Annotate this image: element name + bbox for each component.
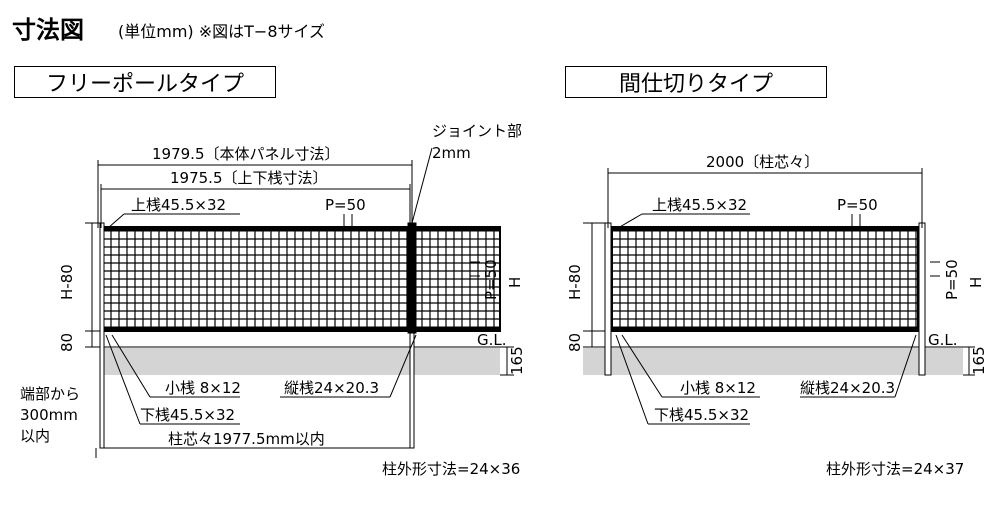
left-body-panel-label: 1979.5〔本体パネル寸法〕 — [152, 145, 340, 163]
left-depth-label: 165 — [508, 346, 526, 375]
right-type-title: 間仕切りタイプ — [565, 66, 827, 98]
left-eighty-label: 80 — [58, 333, 76, 352]
left-h-label: H — [506, 277, 524, 288]
left-lower-rail-label: 下桟45.5×32 — [140, 406, 235, 424]
left-upper-lower-label: 1975.5〔上下桟寸法〕 — [170, 169, 328, 187]
left-end-note-2: 300mm — [20, 406, 78, 424]
right-gl-label: G.L. — [928, 331, 958, 349]
right-eighty-label: 80 — [566, 333, 584, 352]
left-joint-label-1: ジョイント部 — [432, 122, 522, 140]
right-small-rail-label: 小桟 8×12 — [680, 379, 756, 397]
right-h-label: H — [967, 277, 985, 288]
right-post-size-label: 柱外形寸法=24×37 — [826, 460, 964, 478]
right-fence-diagram — [583, 168, 975, 425]
left-end-note-1: 端部から — [20, 385, 80, 403]
left-post-1 — [99, 222, 105, 449]
left-h-minus-label: H-80 — [58, 264, 76, 300]
left-gl-label: G.L. — [477, 331, 507, 349]
left-post-size-label: 柱外形寸法=24×36 — [382, 460, 520, 478]
right-post-center-label: 2000〔柱芯々〕 — [706, 153, 819, 171]
right-vertical-rail-label: 縦桟24×20.3 — [800, 379, 895, 397]
right-post-1 — [604, 222, 612, 376]
left-fence-diagram — [85, 147, 514, 458]
left-pitch-label: P=50 — [325, 196, 366, 214]
right-pitch-label: P=50 — [837, 196, 878, 214]
left-small-rail-label: 小桟 8×12 — [165, 379, 241, 397]
page-subtitle: (単位mm) ※図はT−8サイズ — [118, 22, 326, 41]
left-joint-label-2: 2mm — [432, 144, 471, 162]
right-h-minus-label: H-80 — [566, 264, 584, 300]
right-post-2 — [918, 222, 926, 376]
left-end-note-3: 以内 — [20, 427, 50, 445]
right-lower-rail-label: 下桟45.5×32 — [654, 406, 749, 424]
page-title: 寸法図 — [12, 16, 84, 44]
right-ground — [583, 348, 963, 375]
right-depth-label: 165 — [970, 346, 988, 375]
left-post-joint — [407, 222, 417, 334]
right-pitch-v-label: P=50 — [943, 259, 961, 300]
right-upper-rail-label: 上桟45.5×32 — [652, 196, 747, 214]
left-type-title: フリーポールタイプ — [14, 66, 276, 98]
left-ground — [100, 348, 500, 375]
left-post-center-label: 柱芯々1977.5mm以内 — [168, 430, 325, 448]
left-upper-rail-label: 上桟45.5×32 — [131, 196, 226, 214]
left-vertical-rail-label: 縦桟24×20.3 — [284, 379, 379, 397]
left-pitch-v-label: P=50 — [482, 259, 500, 300]
